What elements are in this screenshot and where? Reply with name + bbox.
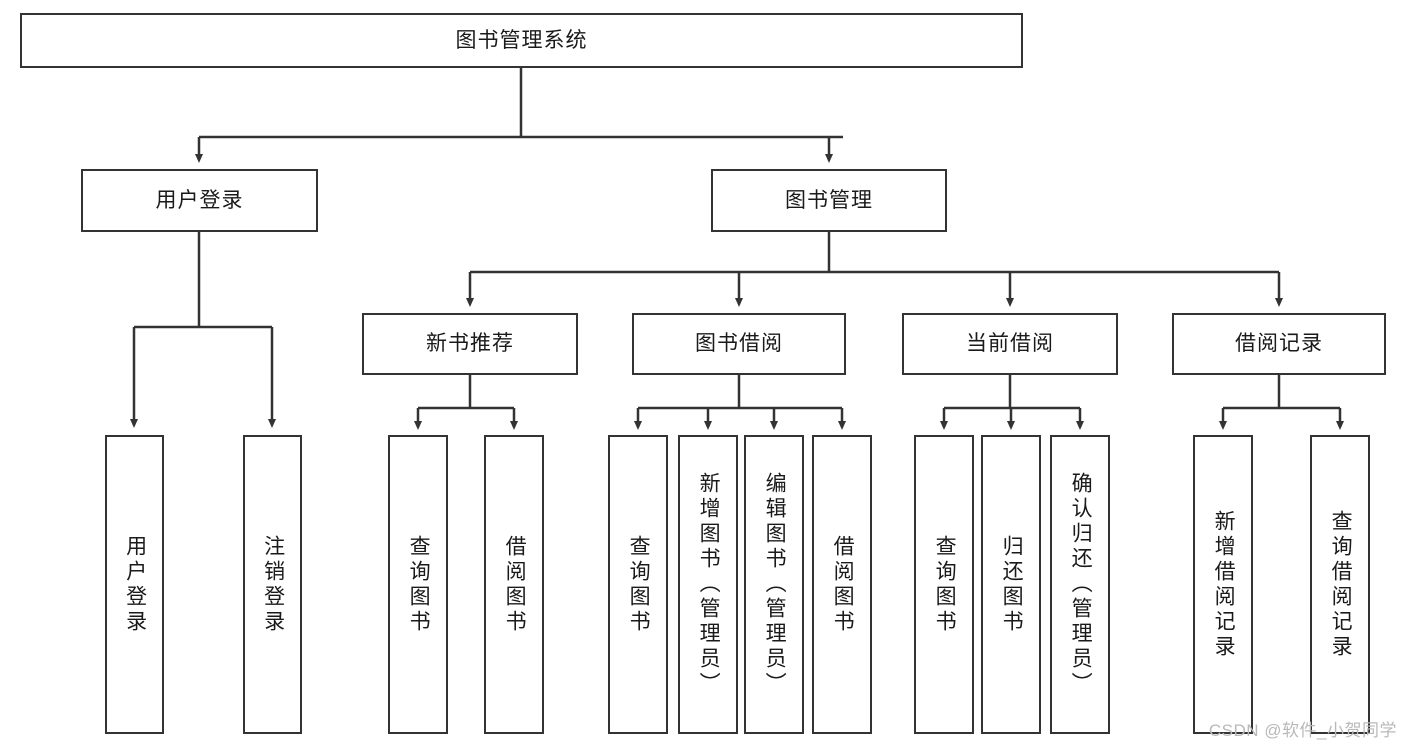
node-leaf-add-book[interactable]: 新增图书（管理员）	[678, 435, 738, 734]
node-leaf-confirm-return[interactable]: 确认归还（管理员）	[1050, 435, 1110, 734]
node-leaf-add-book-label: 新增图书（管理员）	[697, 472, 721, 697]
node-new-book-recommend[interactable]: 新书推荐	[362, 313, 578, 375]
node-leaf-borrow-book-1[interactable]: 借阅图书	[484, 435, 544, 734]
node-current-borrow[interactable]: 当前借阅	[902, 313, 1118, 375]
node-leaf-query-record-label: 查询借阅记录	[1329, 509, 1353, 660]
node-borrow-record[interactable]: 借阅记录	[1172, 313, 1386, 375]
node-book-borrow-label: 图书借阅	[695, 332, 783, 356]
node-leaf-borrow-book-1-label: 借阅图书	[503, 534, 527, 635]
csdn-watermark: CSDN @软件_小贺同学	[1208, 721, 1397, 740]
node-leaf-query-book-1[interactable]: 查询图书	[388, 435, 448, 734]
node-leaf-borrow-book-2[interactable]: 借阅图书	[812, 435, 872, 734]
node-leaf-confirm-return-label: 确认归还（管理员）	[1069, 472, 1093, 697]
node-user-login[interactable]: 用户登录	[81, 169, 318, 232]
node-new-book-recommend-label: 新书推荐	[426, 332, 514, 356]
node-current-borrow-label: 当前借阅	[966, 332, 1054, 356]
node-root-label: 图书管理系统	[455, 28, 588, 52]
node-leaf-edit-book-label: 编辑图书（管理员）	[763, 472, 787, 697]
node-leaf-user-login[interactable]: 用户登录	[105, 435, 164, 734]
node-leaf-add-record-label: 新增借阅记录	[1212, 509, 1236, 660]
node-leaf-borrow-book-2-label: 借阅图书	[831, 534, 855, 635]
node-leaf-edit-book[interactable]: 编辑图书（管理员）	[744, 435, 804, 734]
node-leaf-add-record[interactable]: 新增借阅记录	[1193, 435, 1253, 734]
node-leaf-query-book-3[interactable]: 查询图书	[914, 435, 974, 734]
node-leaf-query-book-2-label: 查询图书	[627, 534, 651, 635]
node-root[interactable]: 图书管理系统	[20, 13, 1023, 68]
node-book-manage[interactable]: 图书管理	[711, 169, 947, 232]
node-leaf-query-record[interactable]: 查询借阅记录	[1310, 435, 1370, 734]
node-leaf-logout-login[interactable]: 注销登录	[243, 435, 302, 734]
node-borrow-record-label: 借阅记录	[1235, 332, 1323, 356]
node-leaf-return-book[interactable]: 归还图书	[981, 435, 1041, 734]
node-leaf-query-book-1-label: 查询图书	[407, 534, 431, 635]
node-leaf-return-book-label: 归还图书	[1000, 534, 1024, 635]
node-leaf-query-book-2[interactable]: 查询图书	[608, 435, 668, 734]
node-leaf-logout-login-label: 注销登录	[261, 534, 285, 635]
node-user-login-label: 用户登录	[155, 188, 244, 212]
node-book-manage-label: 图书管理	[785, 188, 873, 212]
node-leaf-user-login-label: 用户登录	[123, 534, 147, 635]
node-leaf-query-book-3-label: 查询图书	[933, 534, 957, 635]
node-book-borrow[interactable]: 图书借阅	[632, 313, 846, 375]
